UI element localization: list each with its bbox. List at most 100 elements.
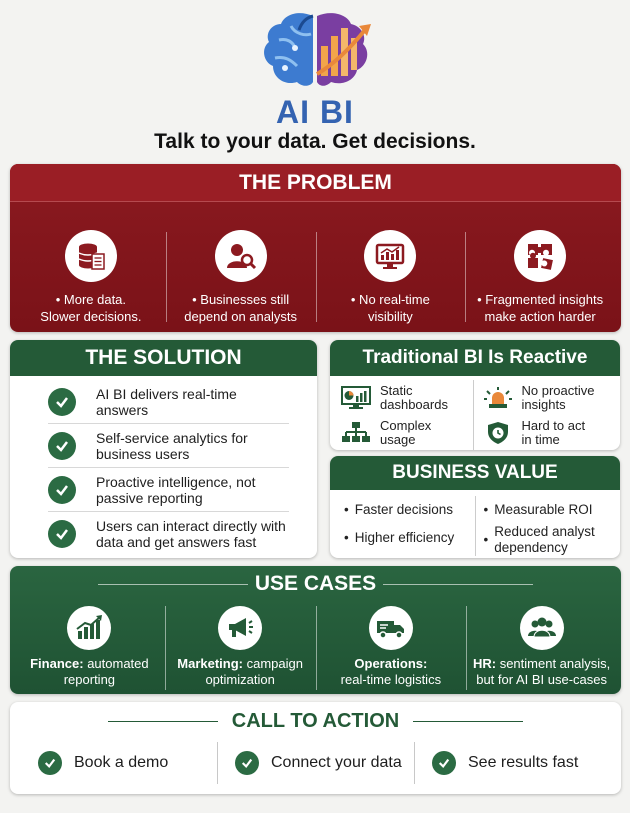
solution-text-line1: Proactive intelligence, not [96,473,256,490]
problem-text-line2: depend on analysts [184,309,297,324]
org-chart-icon [340,420,372,446]
use-case-category: Marketing: [177,656,243,671]
divider-line [98,584,248,585]
monitor-chart-icon [364,230,417,282]
see-results-button[interactable]: See results fast [414,740,611,786]
solution-text-line1: Users can interact directly with [96,518,286,534]
use-case-category: Finance: [30,656,84,671]
use-cases-title: USE CASES [254,572,377,595]
traditional-text-line1: Complex [380,417,432,433]
business-value-text: Higher efficiency [354,530,455,545]
traditional-text-line1: Static [380,382,413,398]
checkmark-icon [235,751,259,775]
solution-text-line1: Self-service analytics for [96,429,248,446]
solution-text-line2: passive reporting [96,489,203,506]
problem-text-line1: • Businesses still [192,292,290,307]
use-case-item: HR: sentiment analysis, but for AI BI us… [466,602,617,694]
problem-text-line1: • No real-time [350,292,430,307]
use-case-text-line2: optimization [205,672,275,687]
traditional-text-line1: No proactive [521,382,595,398]
use-case-text-line2: real-time logistics [340,672,442,687]
cta-label: Book a demo [74,754,169,771]
checkmark-icon [48,387,76,416]
checkmark-icon [48,520,76,548]
use-case-item: Marketing: campaign optimization [164,602,316,694]
divider-line [413,721,523,722]
business-value-card: BUSINESS VALUE •Faster decisions •Higher… [330,456,620,558]
brain-chart-logo-icon [264,13,371,86]
use-case-text-line2: but for AI BI use-cases [476,672,608,687]
problem-text-line1: • More data. [55,292,127,307]
database-document-icon [64,230,117,282]
problem-title: THE PROBLEM [10,164,621,202]
growth-chart-icon [67,606,112,650]
problem-item: • More data. Slower decisions. [16,202,166,332]
traditional-title: Traditional BI Is Reactive [330,340,620,376]
solution-text-line2: business users [96,445,190,462]
problem-text-line2: Slower decisions. [40,309,142,324]
use-case-category: Operations: [354,656,428,671]
header: AI BI [0,8,630,130]
analyst-search-icon [214,230,267,282]
business-value-item: •Measurable ROI [483,502,593,517]
alarm-light-icon [482,385,514,411]
cta-label: See results fast [468,754,579,771]
traditional-text-line2: in time [521,431,560,447]
problem-item: • Fragmented insights make action harder [465,202,615,332]
divider-line [383,584,533,585]
megaphone-icon [218,606,263,650]
business-value-item: •Reduced analyst dependency [484,524,615,556]
dashboard-icon [340,385,372,411]
book-demo-button[interactable]: Book a demo [20,740,217,786]
tagline: Talk to your data. Get decisions. [154,130,476,153]
checkmark-icon [38,751,62,775]
call-to-action-card: CALL TO ACTION Book a demo Connect your … [10,702,621,794]
problem-card: THE PROBLEM • More data. Slower decision… [10,164,621,332]
problem-item: • Businesses still depend on analysts [165,202,316,332]
checkmark-icon [48,475,76,504]
business-value-title: BUSINESS VALUE [330,456,620,490]
use-case-text: automated [83,656,149,671]
connect-data-button[interactable]: Connect your data [217,740,414,786]
business-value-item: •Higher efficiency [344,530,455,545]
use-case-text: sentiment analysis, [496,656,611,671]
use-case-text-line2: reporting [63,672,116,687]
problem-item: • No real-time visibility [315,202,466,332]
business-value-item: •Faster decisions [344,502,454,517]
cta-label: Connect your data [271,754,402,771]
traditional-text-line2: insights [521,396,566,412]
use-case-item: Finance: automated reporting [14,602,165,694]
checkmark-icon [48,431,76,460]
solution-title: THE SOLUTION [10,340,317,376]
traditional-text-line2: dashboards [380,396,448,412]
problem-text-line2: visibility [367,309,413,324]
cta-title: CALL TO ACTION [231,710,400,732]
shield-clock-icon [482,420,514,446]
solution-text-line1: AI BI delivers real-time [96,385,237,402]
traditional-bi-card: Traditional BI Is Reactive Static [330,340,620,450]
solution-text-line2: data and get answers fast [96,534,257,550]
problem-text-line2: make action harder [484,309,596,324]
use-case-item: Operations: real-time logistics [315,602,467,694]
solution-text-line2: answers [96,401,149,418]
business-value-text: Faster decisions [354,502,454,517]
use-case-category: HR: [472,656,497,671]
problem-text-line1: • Fragmented insights [477,292,604,307]
business-value-text: Measurable ROI [494,502,593,517]
truck-icon [368,606,413,650]
puzzle-icon [514,230,567,282]
checkmark-icon [432,751,456,775]
traditional-text-line2: usage [380,431,416,447]
business-value-text: Reduced analyst dependency [494,524,595,555]
divider-line [108,721,218,722]
use-cases-card: USE CASES Finance: automated reporting [10,566,621,694]
